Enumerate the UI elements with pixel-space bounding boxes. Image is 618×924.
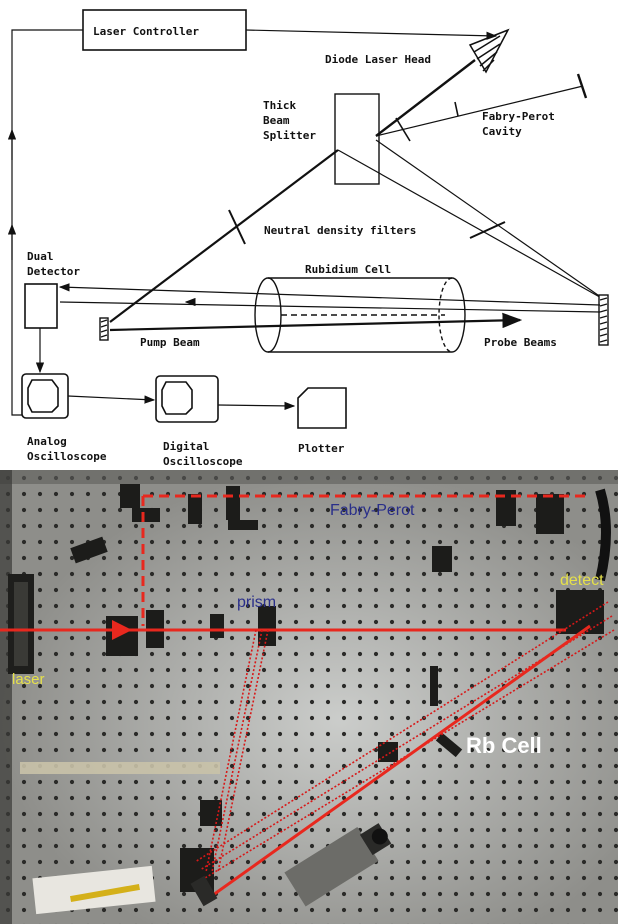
nd-filter-right bbox=[469, 221, 506, 239]
feedback-loop-wire bbox=[11, 29, 83, 416]
neutral-density-filters-label: Neutral density filters bbox=[264, 224, 416, 237]
thick-beam-splitter-label-3: Splitter bbox=[263, 129, 316, 142]
pump-beam-label: Pump Beam bbox=[140, 336, 200, 349]
plotter-symbol bbox=[297, 387, 347, 429]
pump-mirror-left bbox=[99, 317, 109, 341]
rubidium-cell-symbol bbox=[254, 277, 466, 353]
fabry-perot-cavity-label-2: Cavity bbox=[482, 125, 522, 138]
analog-oscilloscope-label-2: Oscilloscope bbox=[27, 450, 107, 463]
notebook bbox=[32, 865, 156, 915]
laser-photo-label: laser bbox=[12, 671, 45, 688]
laser-housing bbox=[8, 574, 34, 674]
thick-beam-splitter-label-1: Thick bbox=[263, 99, 296, 112]
photo-canvas: Fabry-Perot prism detect laser Rb Cell bbox=[0, 470, 618, 924]
thick-beam-splitter-plate bbox=[334, 93, 380, 185]
camera bbox=[284, 823, 392, 907]
prism-photo-label: prism bbox=[237, 594, 276, 611]
probe-mirror-right bbox=[598, 294, 609, 346]
fabry-perot-mirror bbox=[576, 73, 588, 99]
detector-photo-label: detect bbox=[560, 572, 604, 589]
rb-cell-photo-label: Rb Cell bbox=[466, 733, 542, 758]
pump-beam-photo bbox=[205, 624, 591, 902]
analog-oscilloscope-symbol bbox=[21, 373, 69, 419]
schematic-canvas: Laser Controller Diode Laser Head Thick … bbox=[7, 9, 609, 468]
thick-beam-splitter-label-2: Beam bbox=[263, 114, 290, 127]
laser-beam-arrowhead bbox=[112, 620, 132, 640]
nd-filter-left bbox=[228, 209, 246, 245]
fabry-perot-beam bbox=[375, 85, 584, 137]
dual-detector-label-1: Dual bbox=[27, 250, 54, 263]
diode-laser-head-symbol bbox=[468, 28, 510, 74]
digital-oscilloscope-symbol bbox=[155, 375, 219, 423]
dual-detector-box bbox=[24, 283, 58, 329]
optical-table-photo: Fabry-Perot prism detect laser Rb Cell bbox=[0, 470, 618, 924]
dual-detector-label-2: Detector bbox=[27, 265, 80, 278]
ruler bbox=[20, 762, 220, 774]
main-beam bbox=[375, 59, 476, 137]
analog-oscilloscope-label-1: Analog bbox=[27, 435, 67, 448]
plotter-label: Plotter bbox=[298, 442, 345, 455]
prism-dotted-beams bbox=[205, 629, 269, 873]
diode-laser-head-label: Diode Laser Head bbox=[325, 53, 431, 66]
probe-beams-label: Probe Beams bbox=[484, 336, 557, 349]
rubidium-cell-label: Rubidium Cell bbox=[305, 263, 391, 276]
digital-oscilloscope-label-2: Oscilloscope bbox=[163, 455, 243, 468]
fabry-perot-cavity-label-1: Fabry-Perot bbox=[482, 110, 555, 123]
pump-beam-line bbox=[109, 149, 339, 323]
fabry-perot-photo-label: Fabry-Perot bbox=[330, 502, 415, 519]
optical-setup-schematic: Laser Controller Diode Laser Head Thick … bbox=[7, 9, 609, 468]
digital-oscilloscope-label-1: Digital bbox=[163, 440, 209, 453]
laser-controller-label: Laser Controller bbox=[93, 25, 199, 38]
fabry-perot-path bbox=[141, 494, 590, 626]
controller-to-laser-wire bbox=[245, 29, 498, 40]
